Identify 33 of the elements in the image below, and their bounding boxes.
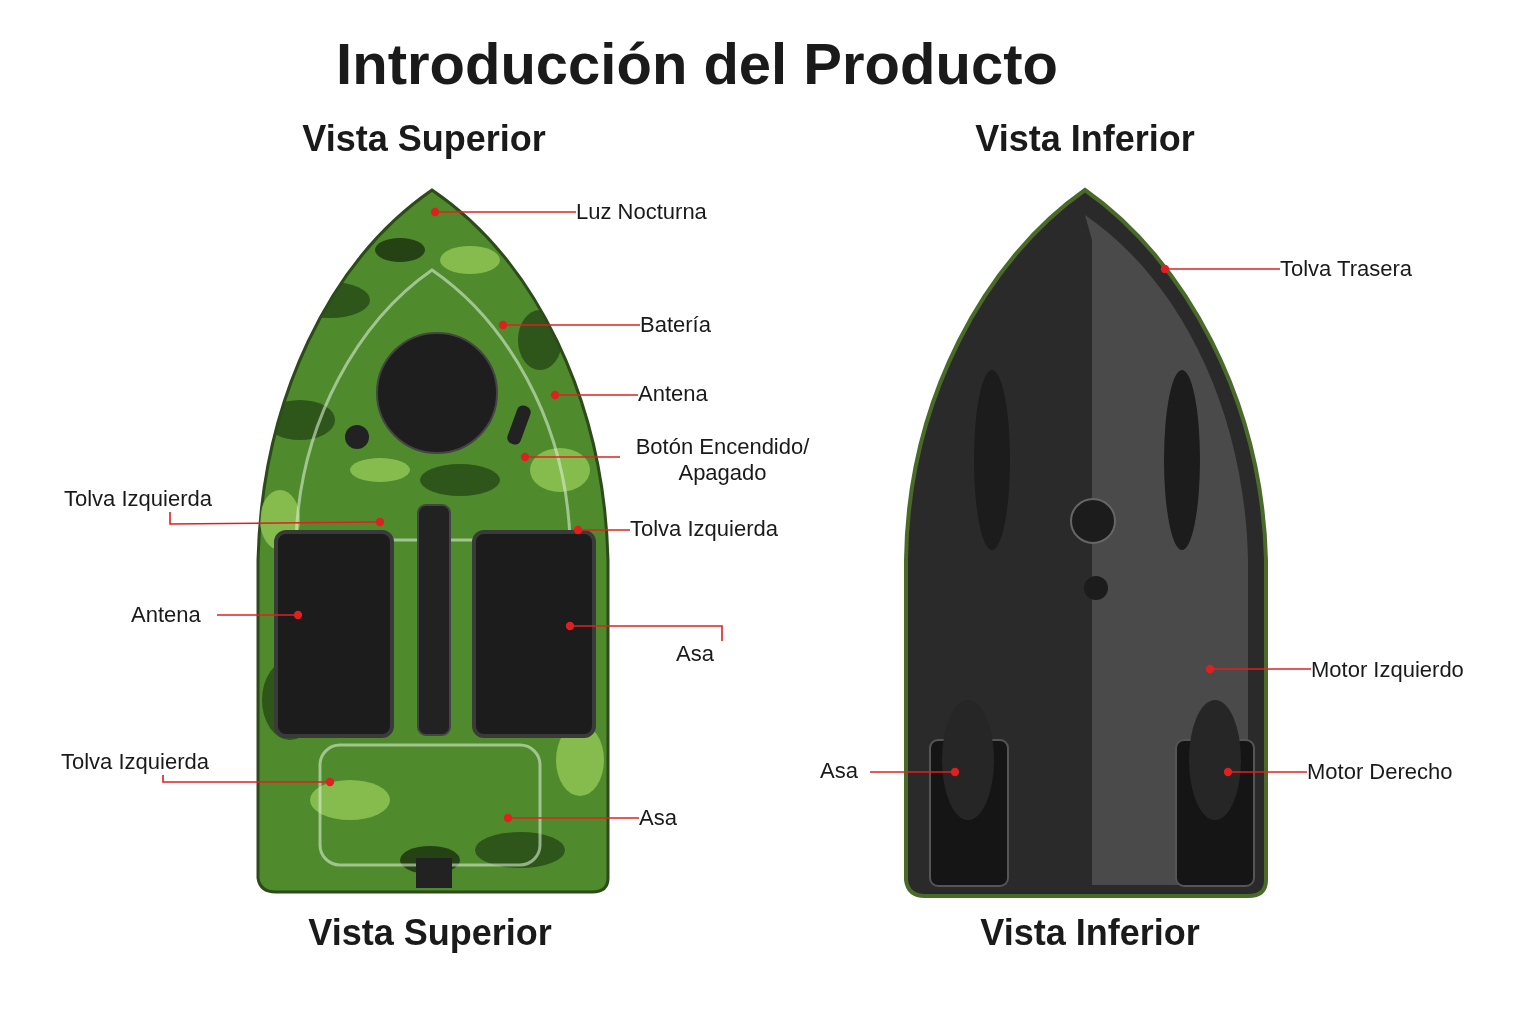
leader-line (550, 390, 639, 400)
part-label: Motor Izquierdo (1311, 657, 1501, 683)
leader-line (520, 452, 621, 462)
page-title: Introducción del Producto (335, 30, 1059, 97)
leader-line (503, 813, 640, 823)
leader-line (869, 767, 960, 777)
part-label: Motor Derecho (1307, 759, 1482, 785)
part-label: Antena (131, 602, 217, 628)
part-label: Tolva Izquierda (64, 486, 240, 512)
part-label: Tolva Izquierda (630, 516, 810, 542)
part-label: Asa (639, 805, 689, 831)
view-heading: Vista Superior (301, 118, 547, 160)
leader-line (573, 525, 631, 535)
leader-line (565, 621, 723, 642)
leader-line (498, 320, 641, 330)
leader-line (216, 610, 303, 620)
leader-line (1205, 664, 1312, 674)
part-label: Asa (820, 758, 870, 784)
leader-line (162, 774, 335, 787)
part-label: Luz Nocturna (576, 199, 746, 225)
view-heading: Vista Inferior (974, 118, 1196, 160)
part-label: Asa (676, 641, 724, 667)
view-heading: Vista Superior (307, 912, 553, 954)
view-heading: Vista Inferior (979, 912, 1201, 954)
leader-line (1160, 264, 1281, 274)
leader-line (430, 207, 577, 217)
leader-line (169, 511, 385, 527)
part-label: Batería (640, 312, 750, 338)
part-label: Botón Encendido/ Apagado (620, 434, 825, 486)
part-label: Tolva Trasera (1280, 256, 1450, 282)
leader-line (1223, 767, 1308, 777)
part-label: Tolva Izquierda (61, 749, 237, 775)
part-label: Antena (638, 381, 738, 407)
